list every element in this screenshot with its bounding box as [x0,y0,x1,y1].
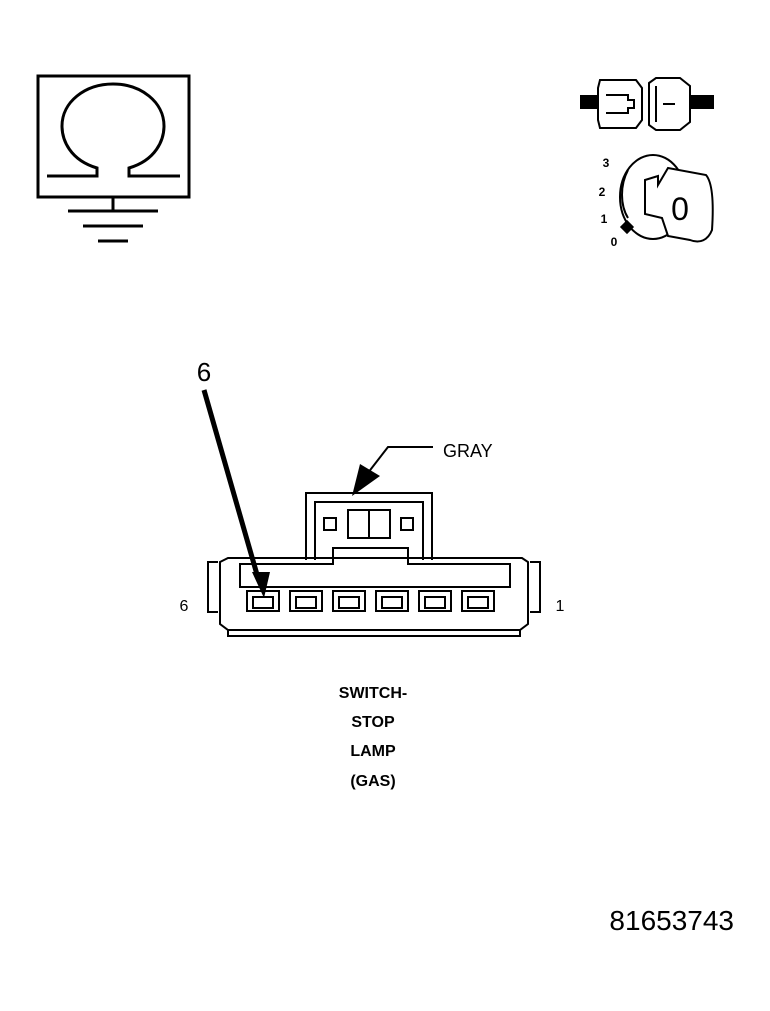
connector-name-line-4: (GAS) [350,773,395,790]
terminal-cavity-5 [289,590,323,612]
ignition-pos-1: 1 [601,212,608,226]
terminal-cavity-4 [332,590,366,612]
left-pin-label: 6 [180,598,189,615]
color-callout: GRAY [352,441,493,496]
key-position-marker [619,219,635,235]
connector-main-shell [219,557,529,631]
callout-pin-number: 6 [197,357,211,387]
omega-glyph [47,82,180,178]
connector-color-label: GRAY [443,441,493,461]
left-ear [207,561,218,613]
terminal-cavity-1 [461,590,495,612]
ignition-pos-2: 2 [599,185,606,199]
terminal-cavity-2 [418,590,452,612]
ignition-switch-icon: 3 2 1 0 0 [599,154,714,249]
right-pin-label: 1 [556,598,565,615]
ignition-pos-3: 3 [603,156,610,170]
connector-cavity-strip [239,547,511,588]
color-leader-line [363,446,433,479]
ohmmeter-symbol-icon [36,74,191,243]
latch-housing-outer [305,492,433,560]
ohmmeter-frame [36,74,191,199]
connector-body [207,492,541,637]
connector-name: SWITCH- STOP LAMP (GAS) [339,685,407,790]
figure-id: 81653743 [609,905,734,936]
connector-name-line-3: LAMP [350,743,396,760]
callout-arrow-shaft [201,389,261,579]
terminal-cavity-3 [375,590,409,612]
key-position-label: 0 [671,191,689,227]
color-leader-arrowhead [352,464,380,496]
connector-name-line-2: STOP [351,714,395,731]
terminal-cavity-6 [246,590,280,612]
connector-name-line-1: SWITCH- [339,685,407,702]
callout-arrowhead [252,572,270,598]
disconnected-connector-icon [580,77,714,131]
latch-housing-inner [314,501,424,560]
right-ear [530,561,541,613]
ignition-pos-0: 0 [611,235,618,249]
